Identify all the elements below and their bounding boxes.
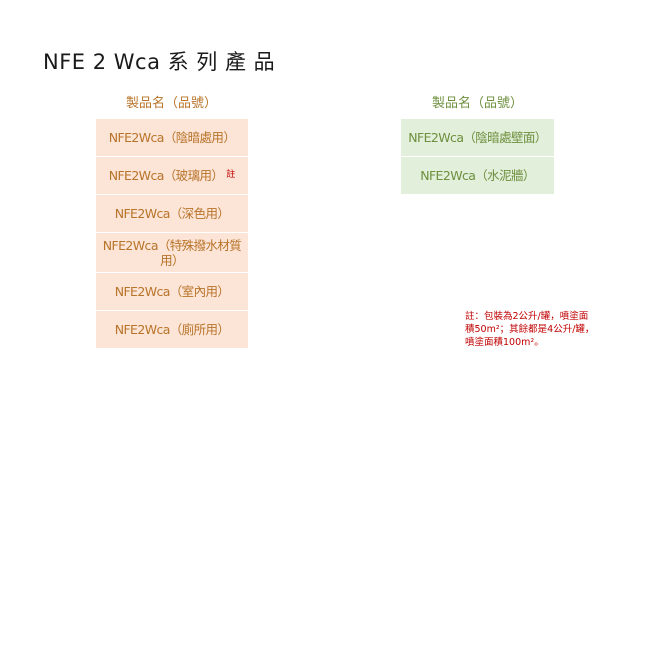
product-cell-glass: NFE2Wca（玻璃用）註 bbox=[96, 157, 248, 195]
page-title: NFE 2 Wca 系 列 產 品 bbox=[43, 50, 276, 74]
product-label: NFE2Wca（深色用） bbox=[114, 206, 230, 221]
product-label: NFE2Wca（廁所用） bbox=[114, 322, 230, 337]
product-cell-indoor: NFE2Wca（室內用） bbox=[96, 273, 248, 311]
right-column-header: 製品名（品號） bbox=[432, 96, 524, 111]
right-product-list: NFE2Wca（陰暗處壁面） NFE2Wca（水泥牆） bbox=[401, 119, 554, 195]
product-cell-dark-wall: NFE2Wca（陰暗處壁面） bbox=[401, 119, 554, 157]
left-column-header: 製品名（品號） bbox=[126, 96, 218, 111]
footnote: 註：包裝為2公升/罐，噴塗面 積50m²；其餘都是4公升/罐， 噴塗面積100m… bbox=[465, 310, 615, 349]
product-label: NFE2Wca（室內用） bbox=[114, 284, 230, 299]
product-cell-special-water-repellent: NFE2Wca（特殊撥水材質用） bbox=[96, 233, 248, 273]
footnote-line: 註：包裝為2公升/罐，噴塗面 bbox=[465, 311, 589, 322]
product-cell-concrete-wall: NFE2Wca（水泥牆） bbox=[401, 157, 554, 195]
product-cell-toilet: NFE2Wca（廁所用） bbox=[96, 311, 248, 349]
product-label: NFE2Wca（水泥牆） bbox=[420, 168, 535, 183]
product-label: NFE2Wca（陰暗處壁面） bbox=[408, 130, 547, 145]
product-label: NFE2Wca（陰暗處用） bbox=[108, 130, 236, 145]
footnote-line: 積50m²；其餘都是4公升/罐， bbox=[465, 324, 595, 335]
left-product-list: NFE2Wca（陰暗處用） NFE2Wca（玻璃用）註 NFE2Wca（深色用）… bbox=[96, 119, 248, 349]
product-label: NFE2Wca（特殊撥水材質用） bbox=[102, 237, 242, 268]
product-cell-dark-color: NFE2Wca（深色用） bbox=[96, 195, 248, 233]
footnote-line: 噴塗面積100m²。 bbox=[465, 337, 544, 348]
product-cell-dark-place: NFE2Wca（陰暗處用） bbox=[96, 119, 248, 157]
product-label: NFE2Wca（玻璃用） bbox=[108, 168, 224, 183]
note-marker: 註 bbox=[226, 170, 236, 180]
